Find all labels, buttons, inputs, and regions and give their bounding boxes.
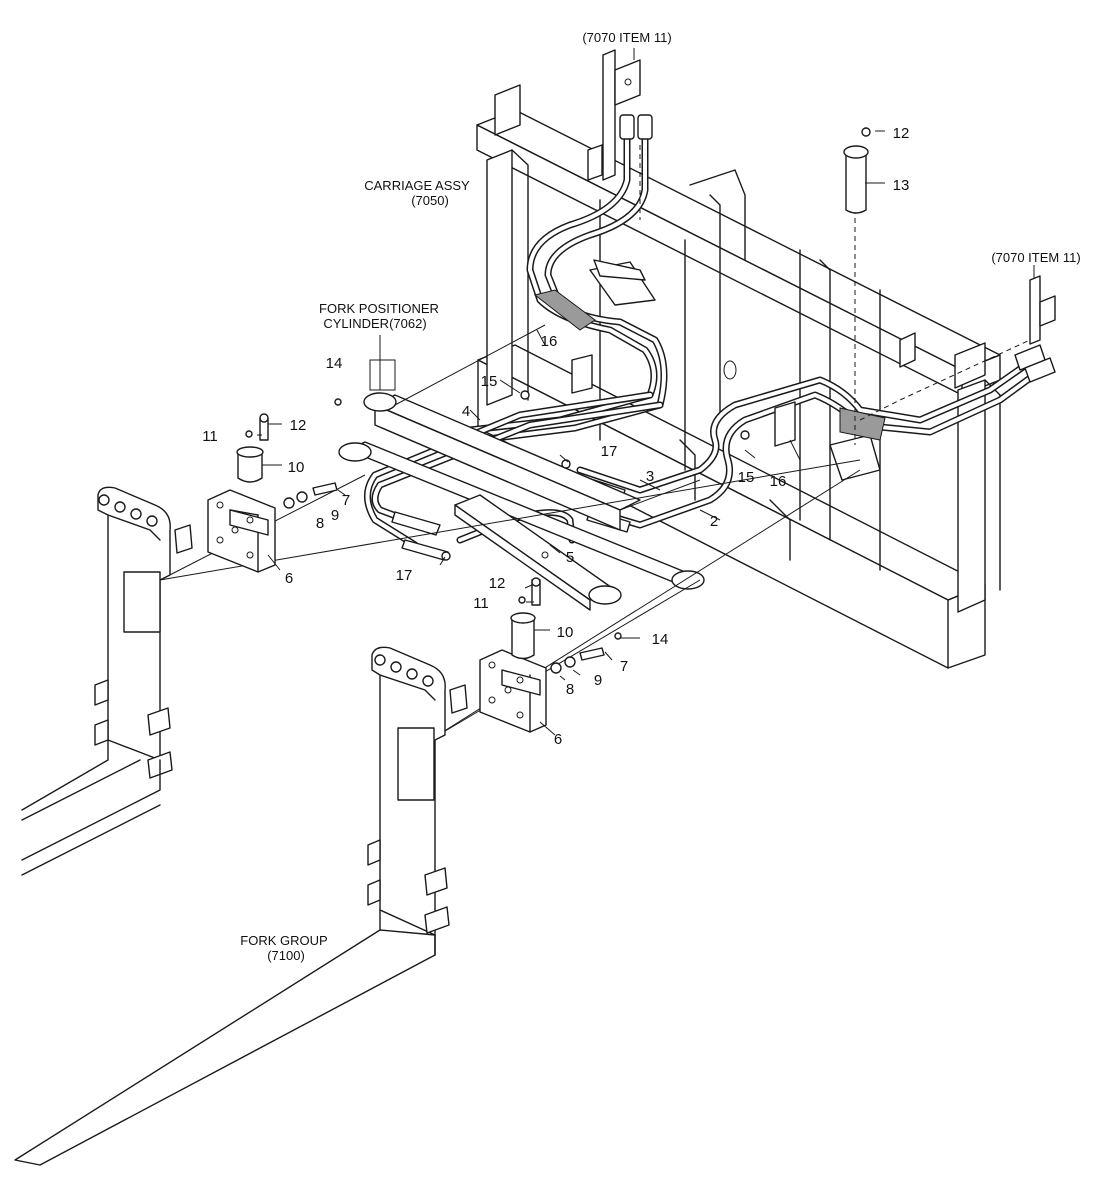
callout-11-right: 11	[473, 595, 489, 612]
callout-5: 5	[566, 549, 574, 566]
caption-carriage-assy-code: (7050)	[411, 193, 449, 208]
callout-10-right: 10	[557, 624, 574, 641]
positioner-bracket-right	[479, 649, 547, 733]
mount-bracket-top	[587, 49, 641, 181]
callout-14-left: 14	[326, 355, 343, 372]
callout-11-left: 11	[202, 428, 218, 445]
callout-14-right: 14	[652, 631, 669, 648]
callout-12-right: 12	[489, 575, 506, 592]
callout-9-right: 9	[594, 672, 602, 689]
callout-12-top: 12	[893, 125, 910, 142]
fork-left	[21, 486, 193, 876]
callout-15-right: 15	[738, 469, 755, 486]
callout-6-left: 6	[285, 570, 293, 587]
caption-7070-item11-top: (7070 ITEM 11)	[582, 30, 671, 45]
caption-fork-positioner: FORK POSITIONER	[319, 301, 439, 316]
hydraulic-hoses	[364, 114, 1056, 561]
caption-fork-group-code: (7100)	[267, 948, 305, 963]
callout-3: 3	[646, 468, 654, 485]
callout-2: 2	[710, 513, 718, 530]
callout-7-right: 7	[620, 658, 628, 675]
fork-positioner-cylinders	[338, 392, 705, 611]
callout-9-left: 9	[331, 507, 339, 524]
callout-10-left: 10	[288, 459, 305, 476]
mount-bracket-right	[899, 275, 1056, 368]
callout-8-left: 8	[316, 515, 324, 532]
callout-16-right: 16	[770, 473, 787, 490]
callout-17-bottom: 17	[396, 567, 413, 584]
captions: (7070 ITEM 11) (7070 ITEM 11) CARRIAGE A…	[240, 30, 1080, 963]
callout-13: 13	[893, 177, 910, 194]
callout-leaders	[257, 48, 1035, 736]
positioner-bracket-left	[207, 489, 276, 573]
callout-16-left: 16	[541, 333, 558, 350]
caption-7070-item11-right: (7070 ITEM 11)	[991, 250, 1080, 265]
right-hardware	[510, 127, 871, 674]
callout-15-left: 15	[481, 373, 498, 390]
caption-fork-positioner-code: CYLINDER(7062)	[323, 316, 426, 331]
fork-right	[14, 646, 468, 1166]
callout-numbers: 2 3 4 5 6 6 7 7 8 8 9 9 10 10 11 11 12 1…	[202, 125, 909, 748]
callout-6-right: 6	[554, 731, 562, 748]
callout-7-left: 7	[342, 492, 350, 509]
callout-17-top: 17	[601, 443, 618, 460]
caption-carriage-assy: CARRIAGE ASSY	[364, 178, 470, 193]
caption-fork-group: FORK GROUP	[240, 933, 327, 948]
callout-12-left: 12	[290, 417, 307, 434]
callout-8-right: 8	[566, 681, 574, 698]
callout-4: 4	[462, 403, 470, 420]
